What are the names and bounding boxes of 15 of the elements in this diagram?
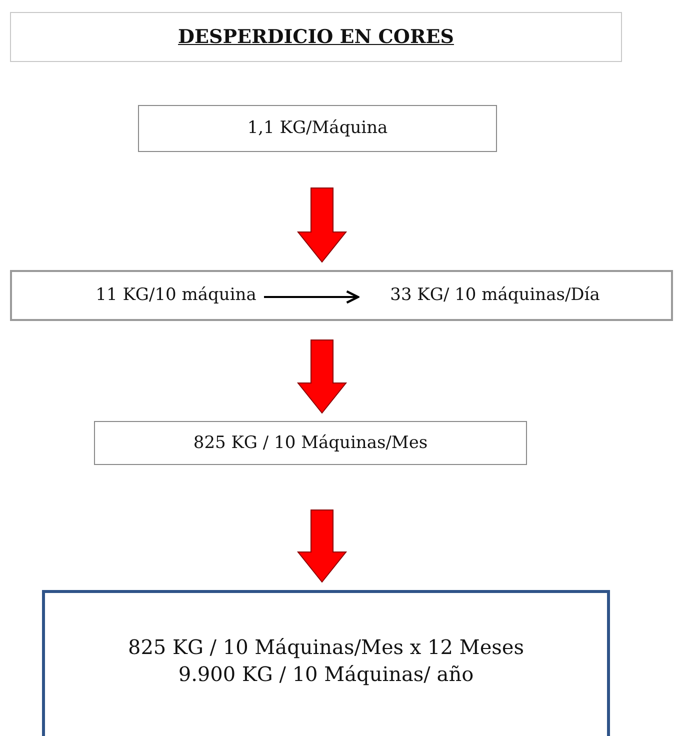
arrow — [264, 290, 360, 304]
process-box — [10, 270, 673, 321]
node-text: 11 KG/10 máquina — [94, 285, 258, 305]
process-box — [94, 421, 527, 465]
process-box — [138, 105, 497, 152]
title: DESPERDICIO EN CORES — [10, 12, 622, 62]
node-text: 1,1 KG/Máquina — [246, 118, 389, 138]
node-text: 33 KG/ 10 máquinas/Día — [389, 285, 601, 305]
node-text: 825 KG / 10 Máquinas/Mes — [192, 433, 429, 453]
block-arrow — [296, 340, 348, 414]
block-arrow — [296, 188, 348, 263]
block-arrow — [296, 510, 348, 583]
node-text: 825 KG / 10 Máquinas/Mes x 12 Meses — [126, 635, 526, 659]
process-box — [42, 590, 610, 736]
node-text: 9.900 KG / 10 Máquinas/ año — [177, 662, 475, 686]
